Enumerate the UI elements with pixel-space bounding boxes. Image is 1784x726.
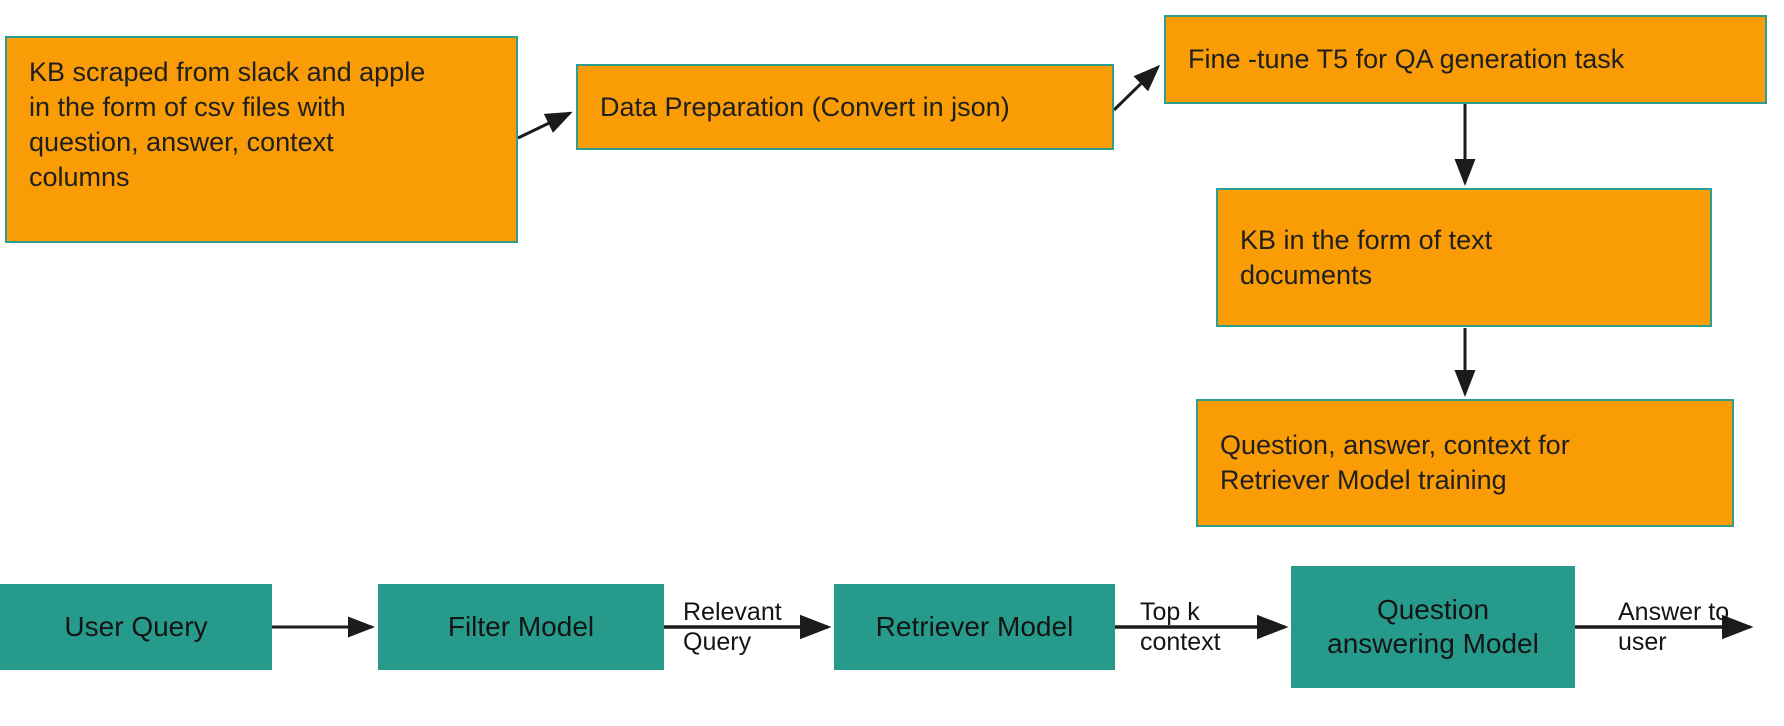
box-kb-text-documents: KB in the form of text documents bbox=[1216, 188, 1712, 327]
edge-label-answer-to-user: Answer to user bbox=[1618, 598, 1730, 656]
box-filter-model-text: Filter Model bbox=[447, 611, 595, 642]
box-user-query: User Query bbox=[0, 584, 272, 670]
box-user-query-text: User Query bbox=[64, 611, 208, 642]
box-data-preparation-text: Data Preparation (Convert in json) bbox=[600, 91, 1010, 122]
arrow-dataprep-to-finetune bbox=[1112, 64, 1161, 112]
edge-label-top-k-context: Top k context bbox=[1140, 598, 1221, 656]
box-kb-csv: KB scraped from slack and apple in the f… bbox=[5, 36, 518, 243]
box-fine-tune-t5-text: Fine -tune T5 for QA generation task bbox=[1188, 44, 1625, 74]
box-qa-model: Question answering Model bbox=[1291, 566, 1575, 688]
edge-label-relevant-query: Relevant Query bbox=[683, 598, 782, 656]
arrow-kbcsv-to-dataprep bbox=[517, 111, 573, 140]
box-qac-training-text: Question, answer, context for Retriever … bbox=[1220, 430, 1570, 495]
box-filter-model: Filter Model bbox=[378, 584, 664, 670]
box-fine-tune-t5: Fine -tune T5 for QA generation task bbox=[1164, 15, 1767, 104]
box-retriever-model-text: Retriever Model bbox=[875, 611, 1074, 642]
box-retriever-model: Retriever Model bbox=[834, 584, 1115, 670]
box-qac-training: Question, answer, context for Retriever … bbox=[1196, 399, 1734, 527]
box-qa-model-text: Question answering Model bbox=[1327, 594, 1539, 659]
box-kb-text-documents-text: KB in the form of text documents bbox=[1240, 224, 1493, 290]
box-kb-csv-text: KB scraped from slack and apple in the f… bbox=[29, 57, 426, 192]
box-data-preparation: Data Preparation (Convert in json) bbox=[576, 64, 1114, 150]
